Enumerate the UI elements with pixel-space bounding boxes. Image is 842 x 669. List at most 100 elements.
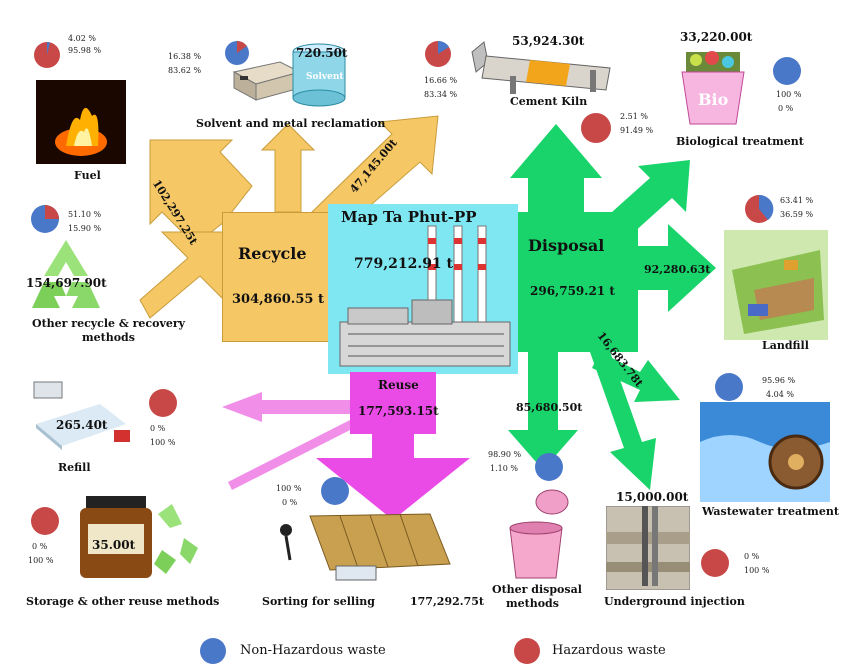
arrow-to-cement-kiln bbox=[510, 124, 602, 212]
storage-jar-icon bbox=[80, 496, 198, 578]
underground-pct-1: 0 % bbox=[744, 552, 760, 561]
fuel-pie-icon bbox=[34, 42, 60, 68]
sorting-boxes-icon bbox=[280, 513, 451, 581]
storage-pie-icon bbox=[31, 507, 59, 535]
legend-non-hazardous-label: Non-Hazardous waste bbox=[240, 643, 386, 658]
recycle-arrows bbox=[139, 115, 439, 319]
other-disposal-pct-1: 98.90 % bbox=[488, 450, 522, 459]
underground-label: Underground injection bbox=[604, 595, 745, 608]
center-title: Map Ta Phut-PP bbox=[341, 208, 477, 226]
other-recycle-pct-1: 51.10 % bbox=[68, 210, 102, 219]
legend-non-hazardous-icon bbox=[200, 638, 226, 664]
solvent-pct-2: 83.62 % bbox=[168, 66, 202, 75]
sorting-label: Sorting for selling bbox=[262, 595, 375, 608]
storage-pct-1: 0 % bbox=[32, 542, 48, 551]
center-box bbox=[328, 204, 518, 374]
other-disposal-bin-icon bbox=[509, 489, 569, 579]
refill-warehouse-icon bbox=[33, 381, 130, 450]
other-disposal-pie-icon bbox=[535, 453, 563, 481]
disposal-title: Disposal bbox=[528, 236, 605, 255]
solvent-pie-icon bbox=[225, 41, 249, 65]
bio-label: Biological treatment bbox=[676, 135, 804, 148]
arrow-to-underground bbox=[590, 346, 656, 490]
center-total: 779,212.91 t bbox=[354, 256, 454, 272]
refill-value: 265.40t bbox=[56, 418, 108, 432]
cement-value: 53,924.30t bbox=[512, 34, 585, 48]
refill-pct-1: 0 % bbox=[150, 424, 166, 433]
bio-pct-1: 100 % bbox=[776, 90, 802, 99]
disposal-arrow-other-value: 85,680.50t bbox=[516, 401, 583, 414]
solvent-drum-label: Solvent bbox=[306, 72, 344, 82]
solvent-pct-1: 16.38 % bbox=[168, 52, 202, 61]
solvent-value: 720.50t bbox=[296, 46, 348, 60]
fuel-pct-1: 4.02 % bbox=[68, 34, 96, 43]
reuse-title: Reuse bbox=[378, 378, 419, 392]
recycle-title: Recycle bbox=[238, 244, 307, 263]
other-recycle-pct-2: 15.90 % bbox=[68, 224, 102, 233]
sorting-pct-1: 100 % bbox=[276, 484, 302, 493]
bio-pie-icon bbox=[773, 57, 801, 85]
reuse-box bbox=[350, 372, 436, 434]
cement-pie-icon-2 bbox=[581, 113, 611, 143]
underground-injection-icon bbox=[606, 506, 690, 590]
arrow-to-solvent bbox=[260, 123, 316, 213]
landfill-pct-2: 36.59 % bbox=[780, 210, 814, 219]
bio-value: 33,220.00t bbox=[680, 30, 753, 44]
other-disposal-label-2: methods bbox=[506, 597, 559, 610]
recycle-box bbox=[222, 212, 332, 342]
sorting-pie-icon bbox=[321, 477, 349, 505]
sorting-pct-2: 0 % bbox=[282, 498, 298, 507]
wastewater-pct-1: 95.96 % bbox=[762, 376, 796, 385]
cement-kiln-icon bbox=[471, 41, 611, 94]
fuel-label: Fuel bbox=[74, 169, 101, 182]
cement-pct-4: 91.49 % bbox=[620, 126, 654, 135]
disposal-arrow-landfill-value: 92,280.63t bbox=[644, 263, 711, 276]
refill-label: Refill bbox=[58, 461, 91, 474]
underground-pie-icon bbox=[701, 549, 729, 577]
bio-bin-label: Bio bbox=[698, 90, 729, 109]
other-disposal-label-1: Other disposal bbox=[492, 583, 582, 596]
underground-value: 15,000.00t bbox=[616, 490, 689, 504]
recycle-symbol-icon bbox=[32, 240, 100, 308]
underground-pct-2: 100 % bbox=[744, 566, 770, 575]
landfill-label: Landfill bbox=[762, 339, 809, 352]
cement-label: Cement Kiln bbox=[510, 95, 588, 108]
wastewater-icon bbox=[700, 402, 830, 502]
sorting-value: 177,292.75t bbox=[410, 595, 484, 608]
solvent-drum-icon bbox=[292, 43, 346, 107]
landfill-pct-1: 63.41 % bbox=[780, 196, 814, 205]
cement-pct-2: 83.34 % bbox=[424, 90, 458, 99]
arrow-to-storage bbox=[228, 420, 354, 490]
arrow-to-other-recycle bbox=[139, 231, 225, 319]
factory-icon bbox=[339, 225, 511, 367]
arrow-to-landfill bbox=[638, 224, 716, 312]
other-recycle-label-1: Other recycle & recovery bbox=[32, 317, 186, 330]
other-recycle-value: 154,697.90t bbox=[26, 276, 107, 290]
storage-pct-2: 100 % bbox=[28, 556, 54, 565]
fuel-pct-2: 95.98 % bbox=[68, 46, 102, 55]
other-recycle-pie-icon bbox=[31, 205, 59, 233]
other-disposal-pct-2: 1.10 % bbox=[490, 464, 518, 473]
bio-pct-2: 0 % bbox=[778, 104, 794, 113]
refill-pct-2: 100 % bbox=[150, 438, 176, 447]
storage-label: Storage & other reuse methods bbox=[26, 595, 220, 608]
cement-pie-icon-1 bbox=[425, 40, 451, 67]
disposal-box bbox=[518, 212, 638, 352]
arrow-to-refill bbox=[222, 392, 350, 422]
wastewater-pie-icon bbox=[715, 373, 743, 401]
wastewater-pct-2: 4.04 % bbox=[766, 390, 794, 399]
arrow-to-sorting bbox=[316, 434, 470, 520]
reuse-total: 177,593.15t bbox=[358, 404, 439, 418]
refill-pie-icon bbox=[149, 389, 177, 417]
legend-hazardous-icon bbox=[514, 638, 540, 664]
fuel-image bbox=[36, 80, 126, 164]
cement-pct-3: 2.51 % bbox=[620, 112, 648, 121]
recycle-total: 304,860.55 t bbox=[232, 292, 324, 307]
reuse-arrows bbox=[222, 392, 470, 520]
landfill-icon bbox=[724, 230, 828, 340]
bio-bin-icon bbox=[681, 51, 745, 125]
other-recycle-label-2: methods bbox=[82, 331, 135, 344]
disposal-total: 296,759.21 t bbox=[530, 284, 615, 298]
cement-pct-1: 16.66 % bbox=[424, 76, 458, 85]
wastewater-label: Wastewater treatment bbox=[702, 505, 839, 518]
